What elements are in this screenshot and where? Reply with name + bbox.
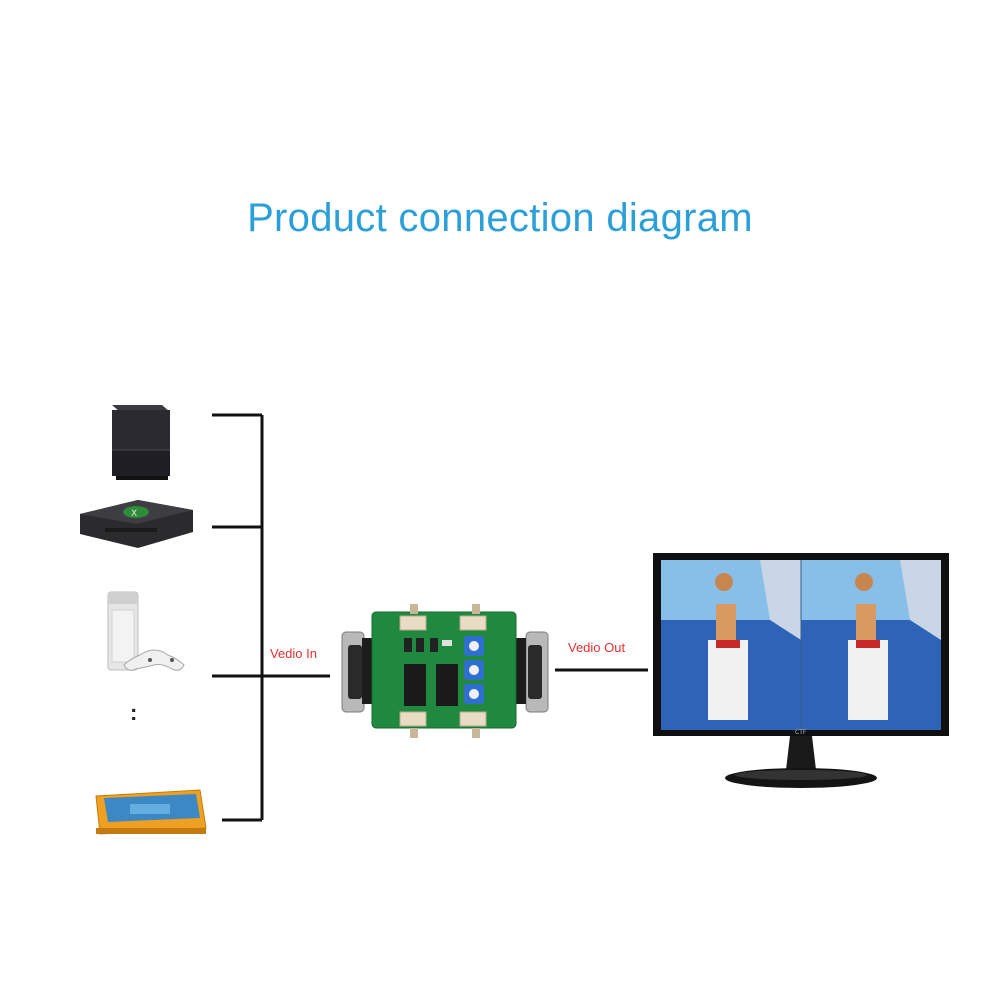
- diagram-title: Product connection diagram: [247, 196, 753, 240]
- svg-text:X: X: [131, 509, 137, 519]
- monitor-brand: CTF: [795, 729, 807, 736]
- ps2-console-icon: [112, 405, 170, 480]
- arcade-board-icon: [95, 789, 207, 835]
- more-sources-indicator: :: [130, 700, 138, 725]
- source-bracket: [212, 413, 330, 822]
- xbox360-console-icon: [107, 591, 185, 671]
- screen-right-scene: [801, 560, 941, 730]
- vga-converter-board-icon: [341, 604, 549, 738]
- video-out-label: Vedio Out: [568, 640, 626, 655]
- xbox-console-icon: X: [80, 500, 193, 548]
- monitor-icon: CTF: [653, 553, 949, 788]
- screen-left-scene: [661, 560, 801, 730]
- video-in-label: Vedio In: [270, 646, 317, 661]
